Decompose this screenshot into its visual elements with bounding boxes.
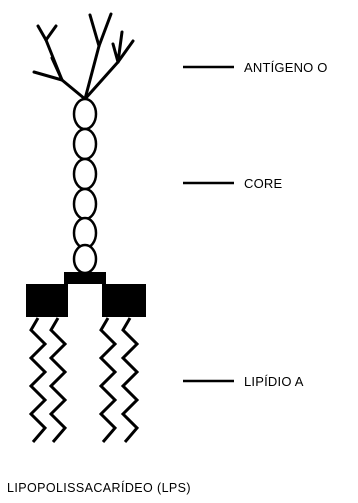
- diagram-caption: LIPOPOLISSACARÍDEO (LPS): [7, 481, 191, 495]
- fatty-acid-tails: [31, 318, 137, 442]
- core-sugar-chain: [74, 99, 96, 273]
- o-antigen-branches: [34, 14, 133, 99]
- lipid-a-label: LIPÍDIO A: [244, 374, 304, 389]
- leader-lines: [183, 67, 234, 381]
- core-label: CORE: [244, 176, 282, 191]
- lipid-a-head: [26, 272, 146, 317]
- o-antigen-label: ANTÍGENO O: [244, 60, 328, 75]
